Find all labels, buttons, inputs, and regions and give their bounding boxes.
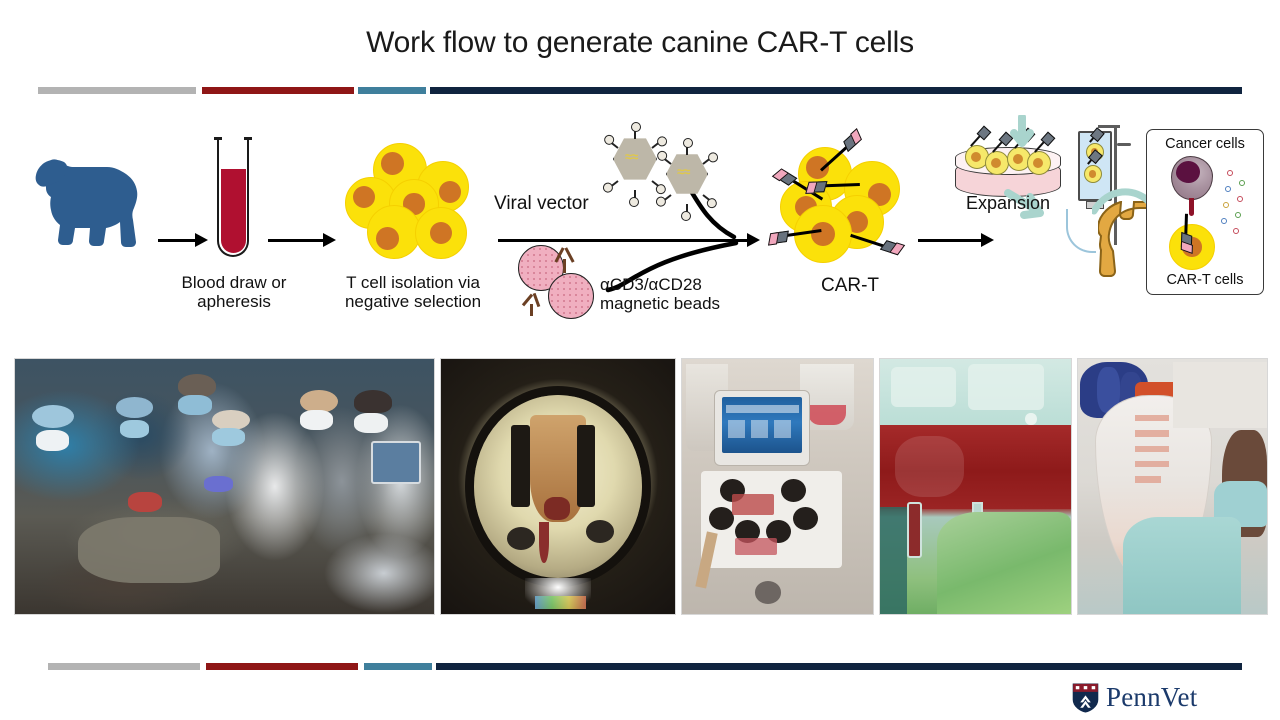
- photo-cell-culture-bag[interactable]: [1077, 358, 1268, 615]
- label-viral-vector: Viral vector: [494, 193, 589, 214]
- confetti-dot: [1239, 180, 1245, 186]
- rule-top-red: [202, 87, 354, 94]
- label-t-cell-isolation: T cell isolation via negative selection: [344, 273, 482, 312]
- callout-box: Cancer cells CAR-T cells: [1146, 129, 1264, 295]
- pennvet-wordmark: PennVet: [1106, 682, 1198, 712]
- cancer-cell-drip: [1189, 198, 1194, 216]
- dog-silhouette-icon: [34, 145, 154, 260]
- petri-dish-icon: [955, 129, 1065, 203]
- magnetic-beads-icon: [518, 237, 622, 321]
- photo-apheresis-team[interactable]: [14, 358, 435, 615]
- arrow-dog-to-tube: [158, 229, 208, 251]
- confetti-dot: [1237, 196, 1243, 202]
- rule-bottom-gray: [48, 663, 200, 670]
- viral-vector-icon: ≈≈: [608, 122, 662, 201]
- label-magnetic-beads: αCD3/αCD28 magnetic beads: [600, 275, 721, 314]
- page-title: Work flow to generate canine CAR-T cells: [366, 26, 914, 59]
- rule-top-gray: [38, 87, 196, 94]
- confetti-dot: [1225, 186, 1231, 192]
- confetti-dot: [1227, 170, 1233, 176]
- label-car-t: CAR-T: [820, 275, 880, 296]
- pennvet-logo[interactable]: PennVet: [1072, 682, 1197, 713]
- photo-apheresis-machine[interactable]: [681, 358, 874, 615]
- teal-flow-arrows: [1004, 115, 1044, 219]
- blood-tube-icon: [212, 137, 254, 267]
- viral-vector-icon-2: ≈≈: [661, 138, 713, 215]
- callout-car-t-cells-label: CAR-T cells: [1166, 272, 1244, 288]
- confetti-dot: [1233, 228, 1239, 234]
- arrow-cells-to-cart: [498, 229, 760, 251]
- confetti-dot: [1235, 212, 1241, 218]
- rule-top-navy: [430, 87, 1242, 94]
- photo-centrifuge-bowl[interactable]: [440, 358, 676, 615]
- arrow-cart-to-infusion: [918, 229, 994, 251]
- photo-blood-bag[interactable]: [879, 358, 1072, 615]
- workflow-diagram: Blood draw or apheresis T cell isolation…: [0, 115, 1280, 350]
- callout-cancer-cells-label: Cancer cells: [1165, 136, 1245, 152]
- penn-shield-icon: [1072, 682, 1099, 713]
- infusion-arc: [1092, 188, 1154, 215]
- rule-bottom-navy: [436, 663, 1242, 670]
- confetti-dot: [1221, 218, 1227, 224]
- t-cell-cluster-icon: [345, 143, 477, 261]
- rule-bottom-red: [206, 663, 358, 670]
- label-expansion: Expansion: [965, 193, 1051, 213]
- car-t-cell-cluster-icon: [768, 128, 916, 267]
- cancer-cell-icon: [1171, 156, 1213, 200]
- rule-bottom-steel: [364, 663, 432, 670]
- label-blood-draw: Blood draw or apheresis: [181, 273, 287, 312]
- iv-drip-icon: [1066, 121, 1142, 271]
- confetti-dot: [1223, 202, 1229, 208]
- rule-top-steel: [358, 87, 426, 94]
- arrow-tube-to-cells: [268, 229, 336, 251]
